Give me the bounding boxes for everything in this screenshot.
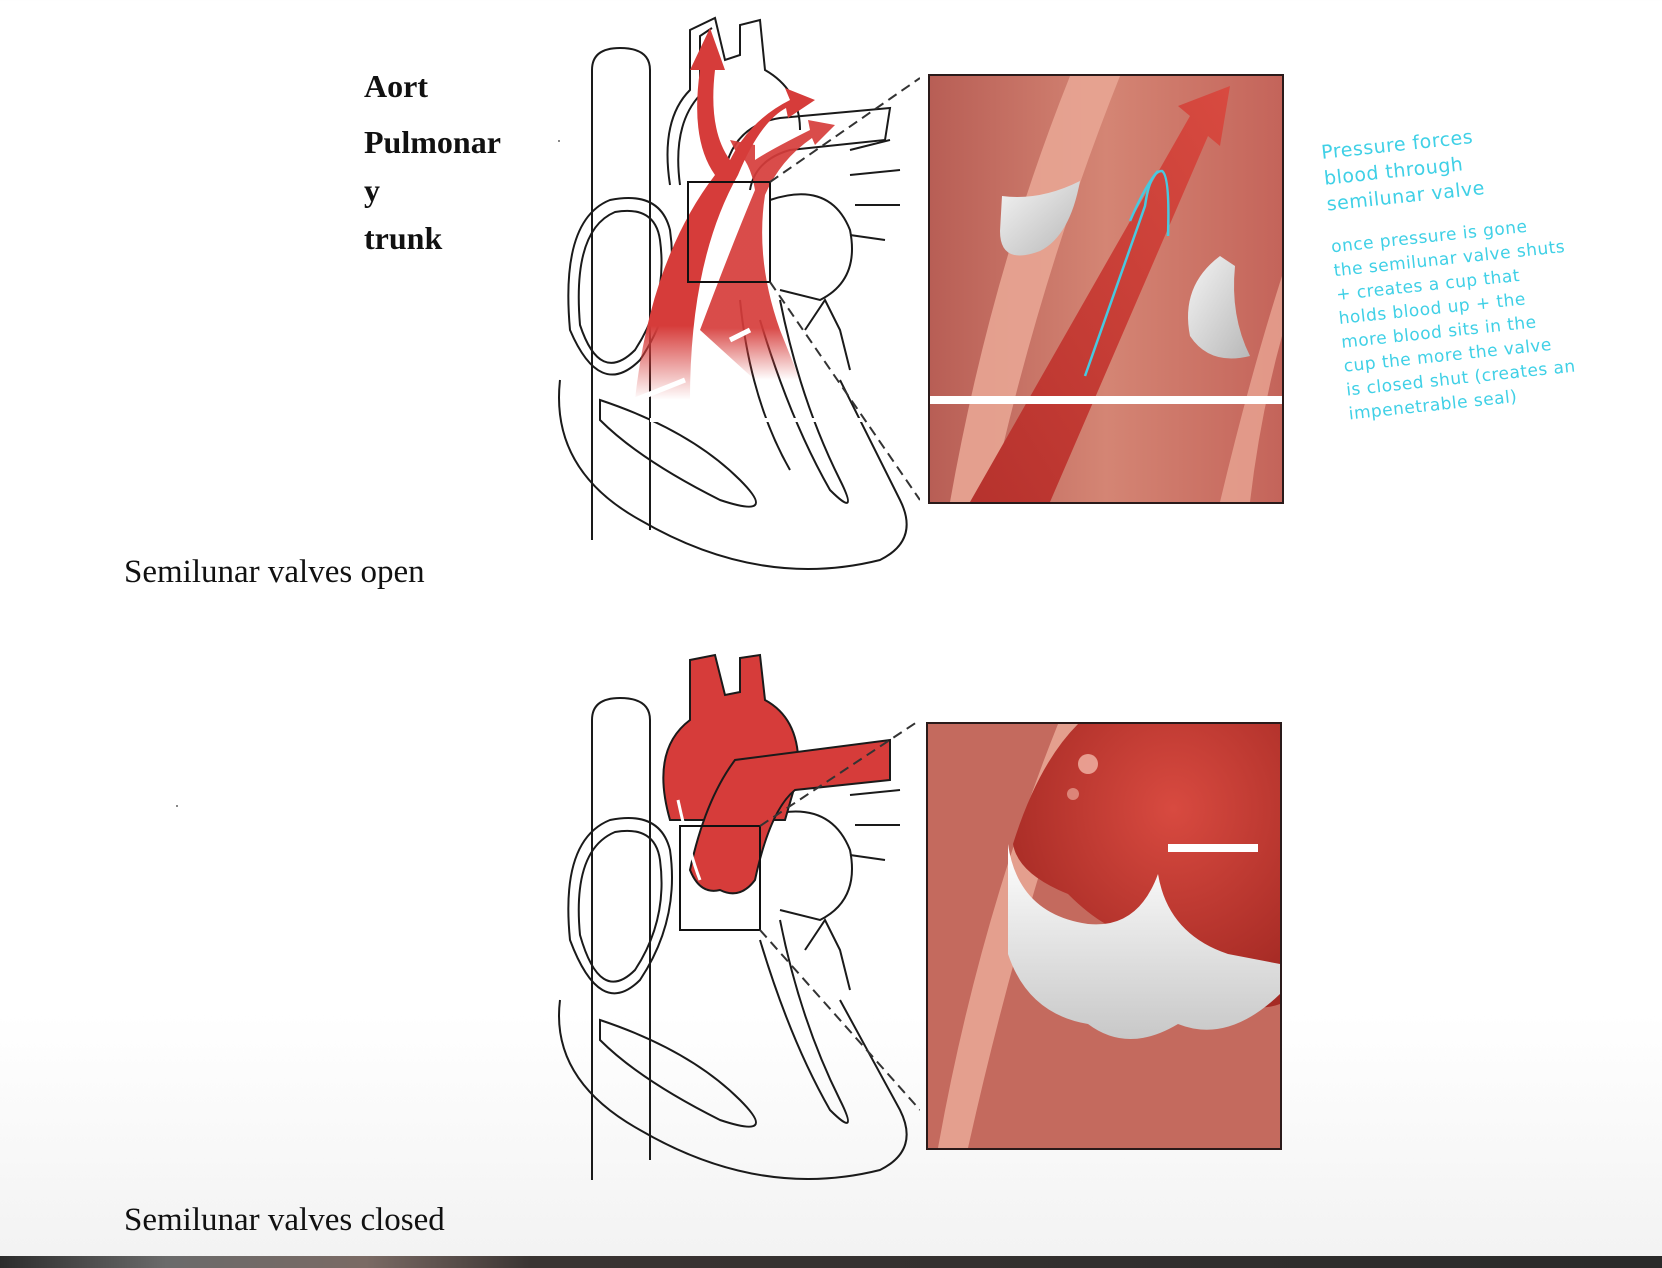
- note-valve-closes: once pressure is gone the semilunar valv…: [1330, 202, 1662, 426]
- caption-valves-open: Semilunar valves open: [124, 554, 425, 590]
- label-pulmonary-1: Pulmonar: [364, 124, 501, 160]
- heart-diagram-closed: [558, 653, 920, 1180]
- caption-valves-closed: Semilunar valves closed: [124, 1202, 445, 1238]
- inset-valves-closed: [926, 722, 1282, 1150]
- label-aorta: Aort: [364, 68, 428, 104]
- handwritten-notes: Pressure forces blood through semilunar …: [1320, 107, 1662, 445]
- vessel-labels: Aort Pulmonar y trunk: [364, 62, 501, 262]
- heart-diagram-open: [558, 16, 920, 570]
- bottom-bar: [0, 1256, 1662, 1268]
- label-pulmonary-3: trunk: [364, 220, 443, 256]
- stray-dot: [558, 140, 560, 142]
- label-pulmonary-2: y: [364, 172, 380, 208]
- inset-valves-open: [928, 74, 1284, 504]
- note-pressure-forces: Pressure forces blood through semilunar …: [1320, 107, 1646, 218]
- stray-dot: [176, 805, 178, 807]
